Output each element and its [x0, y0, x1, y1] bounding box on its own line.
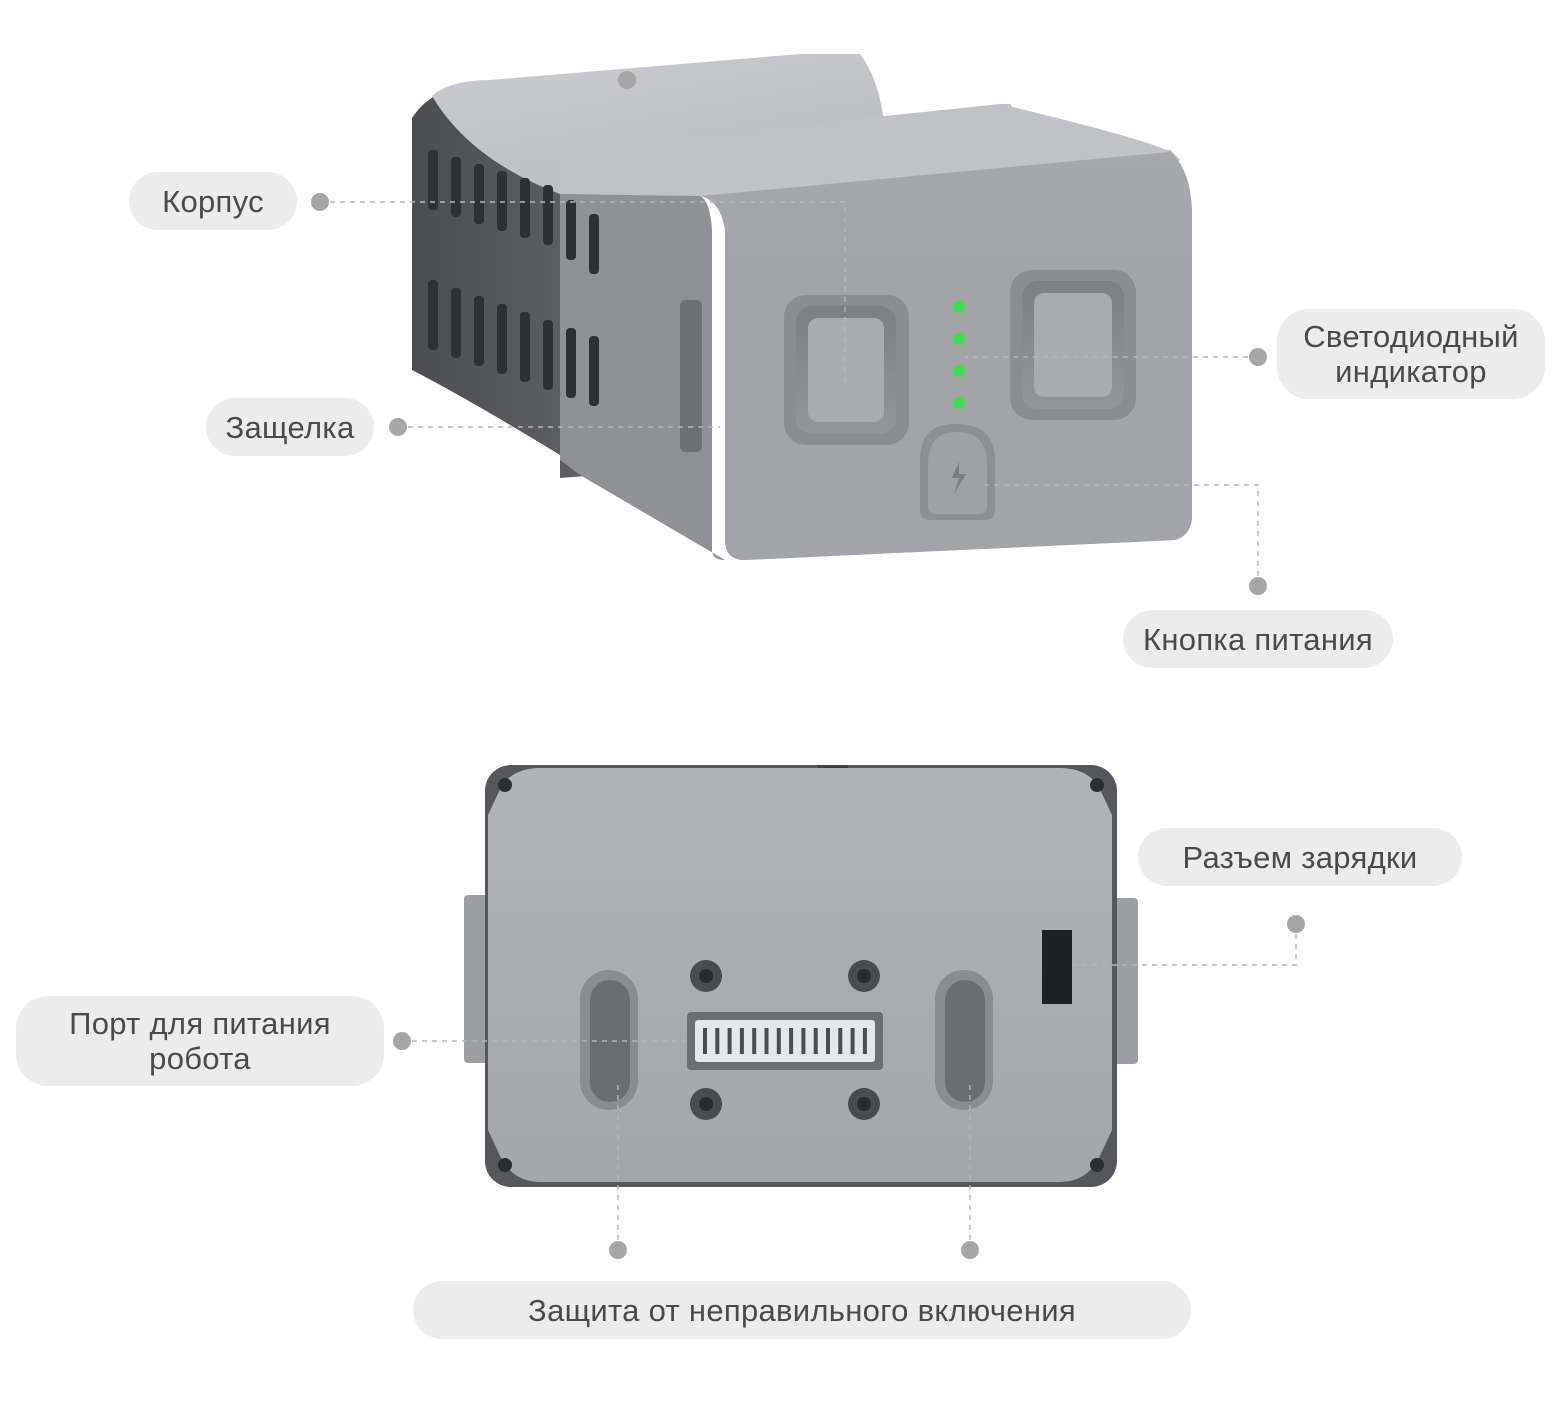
connector-pin	[776, 1028, 781, 1054]
label-housing: Корпус	[129, 172, 297, 230]
connector-pin	[752, 1028, 757, 1054]
label-reverse-protection: Защита от неправильного включения	[413, 1281, 1191, 1339]
connector-pin	[739, 1028, 744, 1054]
label-charging-port: Разъем зарядки	[1138, 828, 1462, 886]
leader-dots	[311, 71, 1305, 1259]
latch	[680, 300, 702, 452]
port-screws	[690, 960, 880, 1120]
power-button	[920, 424, 995, 520]
connector-pin	[801, 1028, 806, 1054]
right-slot	[1010, 270, 1136, 420]
connector-pin	[789, 1028, 794, 1054]
corner-screws	[498, 778, 1104, 1172]
connector-pin	[715, 1028, 720, 1054]
led-dot	[953, 301, 965, 313]
connector-pin	[813, 1028, 818, 1054]
label-led-indicator: Светодиодный индикатор	[1277, 309, 1545, 399]
label-power-button: Кнопка питания	[1123, 610, 1393, 668]
led-indicator	[953, 301, 965, 409]
led-dot	[953, 333, 965, 345]
connector-pin	[727, 1028, 732, 1054]
robot-power-port	[687, 1012, 883, 1070]
side-vents	[428, 150, 599, 406]
led-dot	[953, 365, 965, 377]
battery-top-view	[412, 54, 1192, 560]
connector-pin	[826, 1028, 830, 1054]
connector-pin	[838, 1028, 843, 1054]
led-dot	[953, 397, 965, 409]
connector-pin	[764, 1028, 769, 1054]
label-robot-power-port: Порт для питания робота	[16, 996, 384, 1086]
left-side-tab	[464, 895, 490, 1063]
bottom-face	[488, 768, 1112, 1182]
leader-lines	[320, 201, 1297, 1250]
connector-pin	[703, 1028, 707, 1054]
charging-port	[1042, 930, 1072, 1004]
connector-pin	[862, 1028, 867, 1054]
lightning-icon	[952, 462, 966, 494]
battery-bottom-view	[464, 765, 1138, 1187]
left-slot	[784, 295, 909, 445]
connector-pin	[850, 1028, 855, 1054]
label-latch: Защелка	[206, 398, 374, 456]
